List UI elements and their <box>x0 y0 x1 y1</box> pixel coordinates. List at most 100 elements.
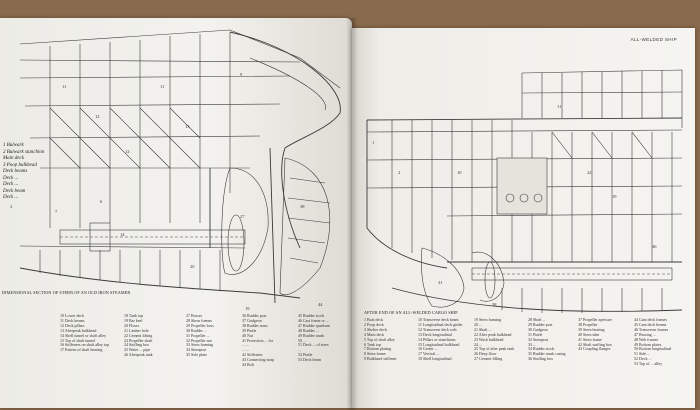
legend-item: ... ... <box>242 347 249 353</box>
legend-item: 27 Cement filling <box>474 356 503 362</box>
legend-item: 17 Vertical ... <box>418 351 440 357</box>
legend-item: 13 Deck longitudinal <box>418 331 452 337</box>
legend-item: 31 Pintle <box>528 331 543 337</box>
svg-text:1: 1 <box>372 140 374 145</box>
legend-item: 31 Propeller ... <box>186 332 210 338</box>
svg-text:19: 19 <box>245 306 250 311</box>
legend-item: 37 Gudgeon <box>242 317 262 323</box>
legend-item: 20 Floors <box>124 322 140 328</box>
legend-item: 47 Rudder quadrant <box>298 322 330 328</box>
legend-item: 27 Bosses <box>186 313 203 318</box>
legend-item: 11 Longitudinal deck girder <box>418 321 463 327</box>
legend-item: 14 Shell tunnel or shaft alley <box>60 332 107 338</box>
legend-item: 26 Afterpeak tank <box>124 352 153 358</box>
legend-item: 24 Stuffing box <box>124 342 150 348</box>
legend-item: 16 Stiffeners on shaft alley top <box>60 342 110 348</box>
legend-item: 38 Rudder arms <box>242 322 268 328</box>
legend-item: 48 Rudder ... <box>298 327 319 333</box>
legend-item: 16 Center ... <box>418 346 438 352</box>
legend-item: 20 ... <box>474 321 482 327</box>
callout-item: 1 Bulwark <box>3 143 24 148</box>
svg-text:12: 12 <box>125 149 130 154</box>
legend-item: 51 Deck ... of stern <box>298 342 329 348</box>
legend-item: 41 Stern frame <box>578 336 602 342</box>
left-legend-col-1: 10 Lower deck 11 Deck beams 12 Deck pill… <box>60 313 110 353</box>
right-legend-col-1: 1 Boat deck 2 Poop deck 3 Shelter deck 4… <box>364 317 397 362</box>
legend-item: 10 Transverse deck beam <box>418 317 459 322</box>
left-legend-col-5: 45 Rudder stock 46 Cast frame or ... 47 … <box>298 313 330 363</box>
legend-item: 33 ... <box>528 341 536 347</box>
legend-item: 49 Rudder trunk <box>298 332 325 338</box>
legend-item: 24 ... <box>474 341 482 347</box>
svg-text:7: 7 <box>55 209 58 214</box>
svg-text:38: 38 <box>492 302 497 307</box>
legend-item: 36 Rudder post <box>242 313 267 318</box>
legend-item: 25 Water ... pipe <box>124 347 151 353</box>
legend-item: 28 Shear frames <box>186 317 212 323</box>
svg-text:12: 12 <box>95 114 100 119</box>
legend-item: 30 Gudgeon <box>528 326 548 332</box>
legend-item: 22 Cement lifting <box>124 332 153 338</box>
legend-item: 40 Stern tube <box>578 331 600 337</box>
legend-item: 15 Longitudinal bulkhead <box>418 341 460 347</box>
legend-item: 48 Web frames <box>634 336 659 342</box>
callout-item: Deck ... <box>3 182 19 187</box>
legend-item: 32 Sternpost <box>528 336 549 342</box>
legend-item: 18 Tank top <box>124 313 143 318</box>
left-legend-col-2: 18 Tank top 19 Bar keel 20 Floors 21 Lim… <box>124 313 153 358</box>
legend-item: 44 Bolt <box>242 362 254 368</box>
svg-text:11: 11 <box>160 84 164 89</box>
right-page: ALL-WELDED SHIP <box>352 28 695 408</box>
legend-item: 51 Side ... <box>634 351 651 357</box>
legend-item: 25 Top of after peak tank <box>474 346 515 352</box>
legend-item: 17 Pattern of shaft bearing <box>60 347 103 353</box>
right-legend-col-3: 19 Stern framing 20 ... 21 Shaft ... 22 … <box>474 317 515 362</box>
legend-item: 19 Stern framing <box>474 317 502 322</box>
running-header: ALL-WELDED SHIP <box>630 37 677 42</box>
svg-text:14: 14 <box>120 232 125 237</box>
legend-item: 45 Cant deck beams <box>634 321 667 327</box>
legend-item: 43 Coupling flanges <box>578 346 611 352</box>
right-legend-col-5: 37 Propeller aperture 38 Propeller 39 St… <box>578 317 612 352</box>
svg-text:11: 11 <box>557 104 561 109</box>
svg-text:27: 27 <box>240 214 245 219</box>
legend-item: 34 Rudder stock <box>528 346 555 352</box>
svg-text:19: 19 <box>612 194 617 199</box>
left-figure-caption: DIMENSIONAL SECTION OF STERN OF AN OLD I… <box>2 290 131 295</box>
callout-item: 3 Poop bulkhead <box>3 162 37 168</box>
legend-item: 18 Shell longitudinal <box>418 356 452 362</box>
svg-text:2: 2 <box>10 204 12 209</box>
legend-item: 40 Nut <box>242 332 253 338</box>
legend-item: 2 Poop deck <box>364 321 384 327</box>
svg-text:6: 6 <box>100 199 103 204</box>
legend-item: 30 Rudder ... <box>186 327 207 333</box>
legend-item: 3 Shelter deck <box>364 326 387 332</box>
legend-item: 39 Pintle <box>242 327 257 333</box>
legend-item: 33 Stern framing <box>186 342 214 348</box>
legend-item: 26 Deep floor <box>474 351 497 357</box>
legend-item: 42 Stiffeners <box>242 352 263 358</box>
callout-item: Deck ... <box>3 175 19 181</box>
legend-item: 13 Afterpeak bulkhead <box>60 327 97 333</box>
legend-item: 50 ... <box>298 337 306 343</box>
legend-item: 12 Deck pillars <box>60 322 85 328</box>
svg-text:2: 2 <box>398 170 400 175</box>
callout-item: Deck beam <box>3 188 26 194</box>
legend-item: 21 Limber hole <box>124 327 149 333</box>
callout-item: Main deck <box>3 156 24 161</box>
legend-item: 12 Transverse deck web <box>418 326 457 332</box>
left-callout-list: 1 Bulwark 2 Bulwark stanchion Main deck … <box>3 143 44 202</box>
legend-item: 6 Tank top <box>364 341 381 347</box>
legend-item: 35 Sole plate <box>186 352 207 358</box>
legend-item: 8 Stern frame <box>364 351 386 357</box>
legend-item: 11 Deck beams <box>60 317 85 323</box>
legend-item: 4 Main deck <box>364 331 384 337</box>
legend-item: 46 Transverse frames <box>634 326 669 332</box>
left-legend-col-4: 36 Rudder post 37 Gudgeon 38 Rudder arms… <box>242 313 274 368</box>
legend-item: ... ... <box>242 342 249 348</box>
legend-item: 10 Lower deck <box>60 313 84 318</box>
legend-item: 9 Bulkhead stiffener <box>364 356 397 362</box>
legend-item: 44 Cant deck frames <box>634 317 667 322</box>
